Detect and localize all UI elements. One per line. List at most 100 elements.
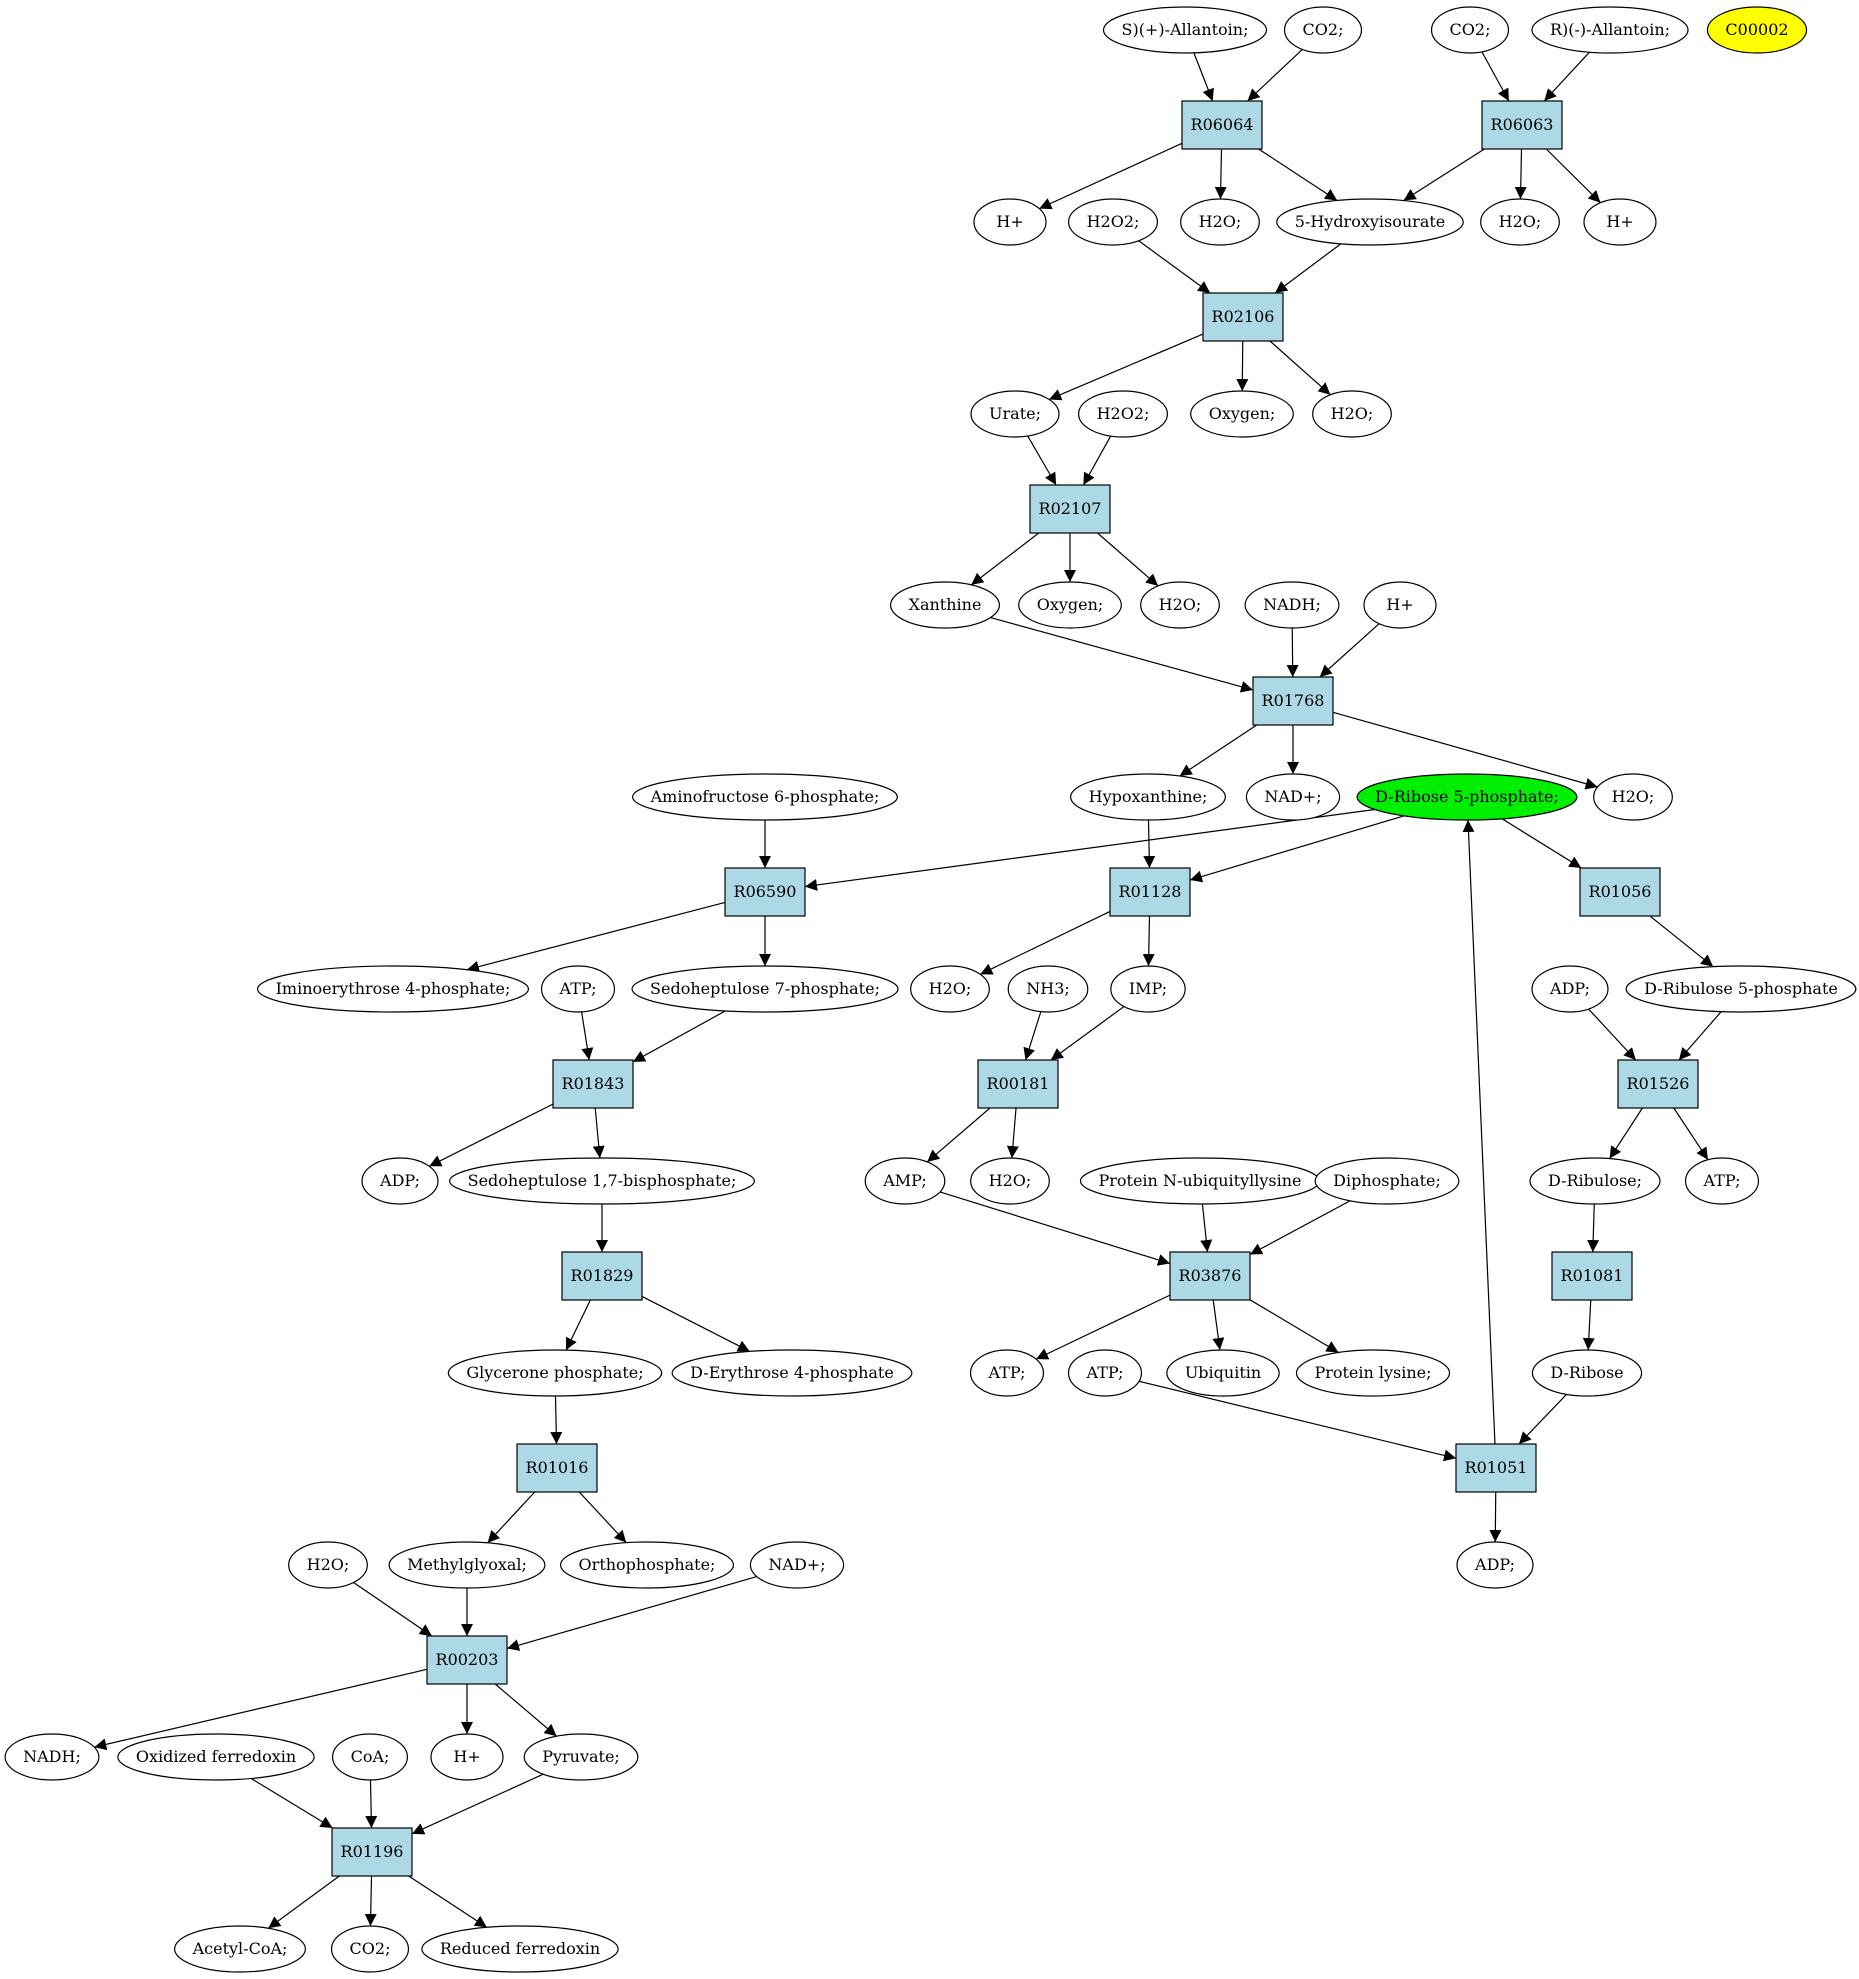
compound-node-h2o[interactable]: H2O; bbox=[1140, 581, 1220, 629]
reaction-box bbox=[1252, 676, 1334, 726]
reaction-node-r01128[interactable]: R01128 bbox=[1109, 867, 1191, 917]
compound-ellipse bbox=[632, 773, 898, 821]
compound-node-hypoxanthine[interactable]: Hypoxanthine; bbox=[1070, 773, 1226, 821]
compound-node-r-allantoin[interactable]: R)(-)-Allantoin; bbox=[1531, 6, 1689, 54]
compound-node-reduced-ferredoxin[interactable]: Reduced ferredoxin bbox=[421, 1925, 619, 1973]
compound-node-atp[interactable]: ATP; bbox=[1067, 1349, 1143, 1397]
compound-node-iminoerythrose-4-phosphate[interactable]: Iminoerythrose 4-phosphate; bbox=[256, 965, 530, 1013]
compound-node-co2[interactable]: CO2; bbox=[1283, 6, 1363, 54]
compound-node-oxidized-ferredoxin[interactable]: Oxidized ferredoxin bbox=[117, 1733, 315, 1781]
compound-node-oxygen[interactable]: Oxygen; bbox=[1190, 390, 1294, 438]
compound-node-xanthine[interactable]: Xanthine bbox=[889, 581, 1001, 629]
edge-protein-ubiq-to-r03876 bbox=[1200, 1203, 1213, 1253]
compound-node-amp[interactable]: AMP; bbox=[864, 1157, 946, 1205]
node-label: Acetyl-CoA; bbox=[192, 1939, 288, 1958]
compound-node-co2[interactable]: CO2; bbox=[1430, 6, 1510, 54]
compound-node-h2o[interactable]: H2O; bbox=[1593, 773, 1673, 821]
compound-node-co2[interactable]: CO2; bbox=[330, 1925, 410, 1973]
compound-node-d-erythrose-4-phosphate[interactable]: D-Erythrose 4-phosphate bbox=[671, 1349, 913, 1397]
edge-nadplus-b-to-r00203 bbox=[506, 1576, 757, 1651]
node-label: R01056 bbox=[1589, 882, 1652, 901]
compound-ellipse bbox=[388, 1541, 546, 1589]
reaction-node-r01081[interactable]: R01081 bbox=[1551, 1251, 1633, 1301]
compound-node-coa[interactable]: CoA; bbox=[331, 1733, 409, 1781]
compound-node-s-allantoin[interactable]: S)(+)-Allantoin; bbox=[1102, 6, 1268, 54]
reaction-node-r06590[interactable]: R06590 bbox=[724, 867, 806, 917]
compound-node-atp[interactable]: ATP; bbox=[969, 1349, 1045, 1397]
edge-r01016-to-methylglyoxal bbox=[487, 1491, 536, 1544]
compound-node-nadh[interactable]: NADH; bbox=[4, 1733, 100, 1781]
compound-node-h[interactable]: H+ bbox=[1363, 581, 1437, 629]
reaction-node-r01768[interactable]: R01768 bbox=[1252, 676, 1334, 726]
compound-node-adp[interactable]: ADP; bbox=[1531, 965, 1609, 1013]
compound-node-c00002[interactable]: C00002 bbox=[1706, 6, 1808, 54]
reaction-node-r01843[interactable]: R01843 bbox=[552, 1059, 634, 1109]
compound-node-glycerone-phosphate[interactable]: Glycerone phosphate; bbox=[447, 1349, 663, 1397]
reaction-node-r01016[interactable]: R01016 bbox=[516, 1443, 598, 1493]
compound-node-nad[interactable]: NAD+; bbox=[749, 1541, 845, 1589]
reaction-node-r01829[interactable]: R01829 bbox=[561, 1251, 643, 1301]
compound-node-d-ribulose[interactable]: D-Ribulose; bbox=[1529, 1157, 1661, 1205]
reaction-node-r02107[interactable]: R02107 bbox=[1029, 484, 1111, 534]
compound-node-sedoheptulose-1-7-bisphosphate[interactable]: Sedoheptulose 1,7-bisphosphate; bbox=[449, 1157, 755, 1205]
compound-node-urate[interactable]: Urate; bbox=[970, 390, 1060, 438]
edge-glycerone-to-r01016 bbox=[550, 1395, 563, 1445]
edge-layer bbox=[94, 48, 1722, 1929]
compound-node-h2o[interactable]: H2O; bbox=[910, 965, 990, 1013]
reaction-node-r01526[interactable]: R01526 bbox=[1617, 1059, 1699, 1109]
reaction-node-r03876[interactable]: R03876 bbox=[1169, 1251, 1251, 1301]
compound-node-5-hydroxyisourate[interactable]: 5-Hydroxyisourate bbox=[1276, 198, 1464, 246]
reaction-node-r00181[interactable]: R00181 bbox=[977, 1059, 1059, 1109]
compound-node-methylglyoxal[interactable]: Methylglyoxal; bbox=[388, 1541, 546, 1589]
compound-node-nh3[interactable]: NH3; bbox=[1007, 965, 1089, 1013]
compound-node-protein-n-ubiquityllysine[interactable]: Protein N-ubiquityllysine bbox=[1079, 1157, 1321, 1205]
reaction-node-r02106[interactable]: R02106 bbox=[1202, 292, 1284, 342]
compound-node-h[interactable]: H+ bbox=[973, 198, 1047, 246]
compound-node-h2o[interactable]: H2O; bbox=[1312, 390, 1392, 438]
compound-node-adp[interactable]: ADP; bbox=[1456, 1541, 1534, 1589]
compound-node-h2o[interactable]: H2O; bbox=[1480, 198, 1560, 246]
compound-node-imp[interactable]: IMP; bbox=[1110, 965, 1186, 1013]
compound-node-aminofructose-6-phosphate[interactable]: Aminofructose 6-phosphate; bbox=[632, 773, 898, 821]
reaction-box bbox=[724, 867, 806, 917]
compound-node-adp[interactable]: ADP; bbox=[361, 1157, 439, 1205]
reaction-node-r06063[interactable]: R06063 bbox=[1481, 100, 1563, 150]
compound-node-nadh[interactable]: NADH; bbox=[1244, 581, 1340, 629]
node-label: C00002 bbox=[1725, 20, 1788, 39]
reaction-box bbox=[977, 1059, 1059, 1109]
compound-node-ubiquitin[interactable]: Ubiquitin bbox=[1166, 1349, 1280, 1397]
compound-node-oxygen[interactable]: Oxygen; bbox=[1018, 581, 1122, 629]
compound-node-h2o[interactable]: H2O; bbox=[1180, 198, 1260, 246]
reaction-box bbox=[1029, 484, 1111, 534]
compound-node-acetyl-coa[interactable]: Acetyl-CoA; bbox=[174, 1925, 306, 1973]
node-label: NAD+; bbox=[1264, 787, 1321, 806]
compound-node-protein-lysine[interactable]: Protein lysine; bbox=[1295, 1349, 1451, 1397]
compound-node-nad[interactable]: NAD+; bbox=[1245, 773, 1341, 821]
compound-node-pyruvate[interactable]: Pyruvate; bbox=[523, 1733, 639, 1781]
compound-node-diphosphate[interactable]: Diphosphate; bbox=[1314, 1157, 1460, 1205]
compound-node-atp[interactable]: ATP; bbox=[1684, 1157, 1760, 1205]
compound-node-h2o[interactable]: H2O; bbox=[288, 1541, 368, 1589]
compound-node-h2o[interactable]: H2O; bbox=[970, 1157, 1050, 1205]
compound-node-sedoheptulose-7-phosphate[interactable]: Sedoheptulose 7-phosphate; bbox=[631, 965, 899, 1013]
node-label: Xanthine bbox=[909, 595, 982, 614]
edge-r01016-to-orthophosphate bbox=[578, 1491, 627, 1544]
reaction-node-r06064[interactable]: R06064 bbox=[1181, 100, 1263, 150]
compound-node-h2o2[interactable]: H2O2; bbox=[1077, 390, 1169, 438]
compound-node-d-ribulose-5-phosphate[interactable]: D-Ribulose 5-phosphate bbox=[1625, 965, 1857, 1013]
compound-node-h[interactable]: H+ bbox=[430, 1733, 504, 1781]
reaction-box bbox=[1181, 100, 1263, 150]
reaction-node-r01051[interactable]: R01051 bbox=[1455, 1443, 1537, 1493]
edge-r03876-to-ubiquitin bbox=[1212, 1299, 1225, 1351]
compound-node-d-ribose-5-phosphate[interactable]: D-Ribose 5-phosphate; bbox=[1356, 773, 1578, 821]
reaction-node-r00203[interactable]: R00203 bbox=[426, 1635, 508, 1685]
compound-node-atp[interactable]: ATP; bbox=[540, 965, 616, 1013]
compound-ellipse bbox=[288, 1541, 368, 1589]
compound-node-h2o2[interactable]: H2O2; bbox=[1067, 198, 1159, 246]
compound-node-orthophosphate[interactable]: Orthophosphate; bbox=[559, 1541, 735, 1589]
compound-node-h[interactable]: H+ bbox=[1583, 198, 1657, 246]
reaction-node-r01056[interactable]: R01056 bbox=[1579, 867, 1661, 917]
reaction-node-r01196[interactable]: R01196 bbox=[331, 1827, 413, 1877]
compound-node-d-ribose[interactable]: D-Ribose bbox=[1531, 1349, 1643, 1397]
